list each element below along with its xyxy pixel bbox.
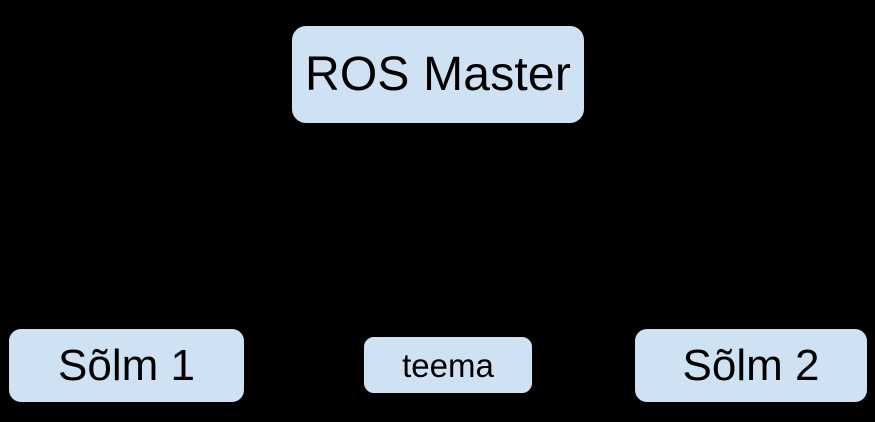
node-ros-master[interactable]: ROS Master <box>291 25 585 124</box>
node-solm-2-label: Sõlm 2 <box>682 340 820 390</box>
node-teema-label: teema <box>402 346 494 384</box>
node-solm-2[interactable]: Sõlm 2 <box>634 328 868 403</box>
node-ros-master-label: ROS Master <box>304 47 572 101</box>
node-solm-1-label: Sõlm 1 <box>58 340 195 390</box>
edge-solm1-to-ros-master <box>125 123 361 329</box>
edge-solm2-to-ros-master <box>515 123 752 329</box>
node-teema[interactable]: teema <box>363 336 533 394</box>
node-solm-1[interactable]: Sõlm 1 <box>8 328 245 403</box>
